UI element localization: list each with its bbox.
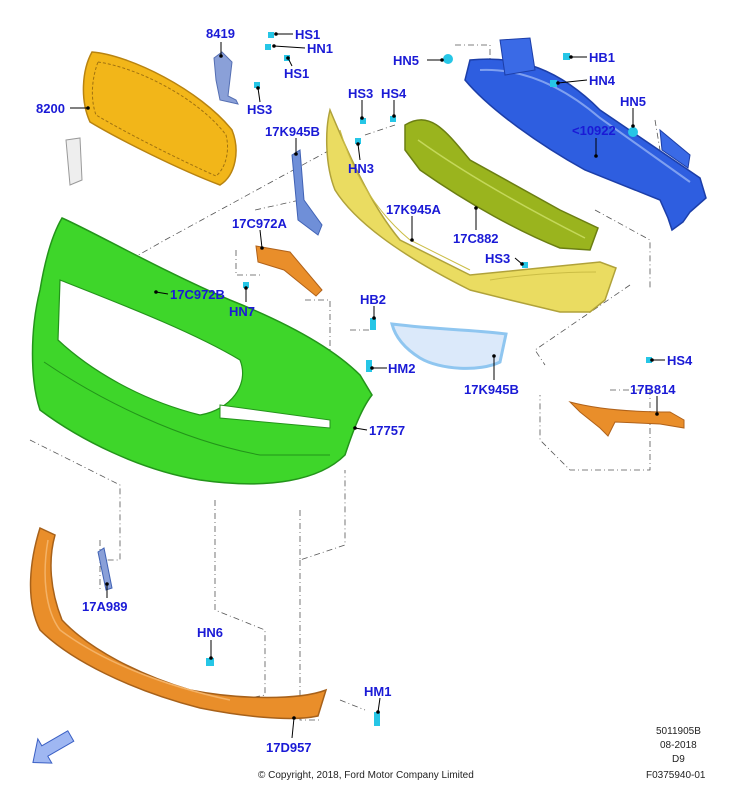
bumper-cover-part-17757 <box>31 217 373 485</box>
spoiler-part-17d957 <box>29 526 328 720</box>
ref-code: 5011905B <box>656 726 701 737</box>
date-text: 08-2018 <box>660 740 697 751</box>
trim-part-17k945a <box>325 107 617 313</box>
label-17d957: 17D957 <box>266 740 312 755</box>
leader-lines <box>70 32 665 739</box>
label-17k945b-upper: 17K945B <box>265 124 320 139</box>
figure-id: F0375940-01 <box>646 770 706 781</box>
version-text: D9 <box>672 754 685 765</box>
part-labels: HS1 8419 HN1 HS1 8200 HS3 HN5 HB1 HN4 HN… <box>36 26 693 755</box>
label-hn5-left: HN5 <box>393 53 419 68</box>
label-hs1-lower: HS1 <box>284 66 309 81</box>
label-hn4: HN4 <box>589 73 616 88</box>
label-17757: 17757 <box>369 423 405 438</box>
label-17k945b-lower: 17K945B <box>464 382 519 397</box>
label-hn1: HN1 <box>307 41 333 56</box>
bracket-part-17b814 <box>568 401 685 437</box>
bumper-beam-part-10922 <box>464 37 707 232</box>
bracket-part-17a989 <box>97 547 113 591</box>
label-hn7: HN7 <box>229 304 255 319</box>
label-hn5-right: HN5 <box>620 94 646 109</box>
label-hs1-top: HS1 <box>295 27 320 42</box>
label-17k945a: 17K945A <box>386 202 442 217</box>
label-hs4-right: HS4 <box>667 353 693 368</box>
label-17c882: 17C882 <box>453 231 499 246</box>
label-17a989: 17A989 <box>82 599 128 614</box>
label-hn6: HN6 <box>197 625 223 640</box>
label-8419: 8419 <box>206 26 235 41</box>
label-hs3-grille: HS3 <box>247 102 272 117</box>
absorber-part-17c882 <box>404 119 599 251</box>
label-hm2: HM2 <box>388 361 415 376</box>
label-hb2: HB2 <box>360 292 386 307</box>
label-hs4-upper: HS4 <box>381 86 407 101</box>
fasteners <box>206 32 652 726</box>
label-8200: 8200 <box>36 101 65 116</box>
label-17c972b: 17C972B <box>170 287 225 302</box>
label-hn3: HN3 <box>348 161 374 176</box>
bezel-part-17k945b <box>390 322 508 370</box>
trim-part-17k945b-left <box>291 149 323 236</box>
label-hm1: HM1 <box>364 684 391 699</box>
label-hs3-upper: HS3 <box>348 86 373 101</box>
label-17b814: 17B814 <box>630 382 676 397</box>
label-hs3-lower: HS3 <box>485 251 510 266</box>
label-10922: <10922 <box>572 123 616 138</box>
grille-part-8200 <box>65 51 237 186</box>
label-hb1: HB1 <box>589 50 615 65</box>
copyright-text: © Copyright, 2018, Ford Motor Company Li… <box>258 770 474 781</box>
nav-arrow-icon <box>32 730 75 764</box>
bracket-part-8419 <box>213 51 239 105</box>
footer: © Copyright, 2018, Ford Motor Company Li… <box>258 726 706 781</box>
bracket-part-17c972a <box>255 245 323 297</box>
label-17c972a: 17C972A <box>232 216 288 231</box>
